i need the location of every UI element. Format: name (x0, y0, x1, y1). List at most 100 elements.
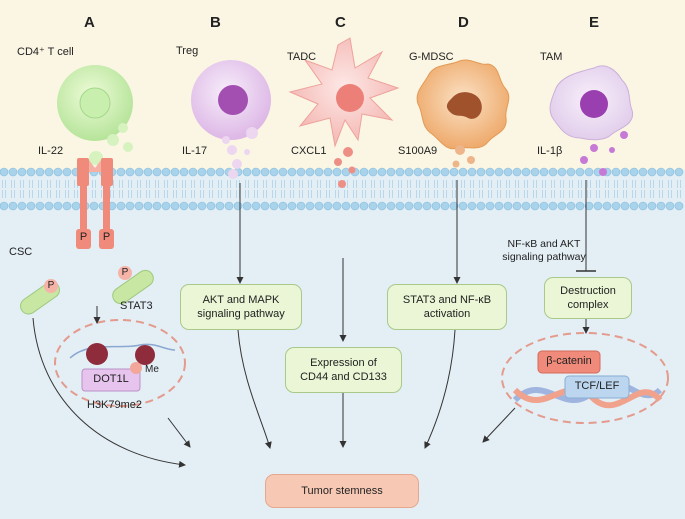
lipid-head (215, 201, 225, 211)
lipid-head (440, 167, 450, 177)
lipid-head (125, 167, 135, 177)
lipid-head (323, 201, 333, 211)
akt-mapk-box: AKT and MAPK signaling pathway (180, 284, 302, 330)
lipid-head (368, 201, 378, 211)
lipid-head (134, 167, 144, 177)
nucleosome-2 (135, 345, 155, 365)
lipid-head (611, 201, 621, 211)
lipid-head (638, 201, 648, 211)
lipid-head (170, 201, 180, 211)
cell-label-gmdsc: G-MDSC (409, 51, 454, 63)
stat3-label: STAT3 (120, 300, 153, 312)
cytokine-cxcl1: CXCL1 (291, 145, 327, 157)
lipid-head (152, 201, 162, 211)
lipid-head (296, 201, 306, 211)
lipid-head (287, 167, 297, 177)
arrow-tcf-to-stemness (482, 407, 516, 443)
lipid-head (269, 201, 279, 211)
cell-label-tadc: TADC (287, 51, 317, 63)
phospho-label-1: P (79, 231, 88, 243)
destruction-complex-box: Destruction complex (544, 277, 632, 319)
lipid-head (260, 167, 270, 177)
lipid-head (476, 167, 486, 177)
lipid-head (305, 201, 315, 211)
lipid-head (17, 201, 27, 211)
tam-cell (549, 65, 634, 176)
lipid-head (449, 167, 459, 177)
dna-strand-2 (512, 387, 663, 409)
lipid-head (26, 201, 36, 211)
lipid-head (314, 167, 324, 177)
lipid-head (197, 201, 207, 211)
lipid-head (539, 167, 549, 177)
lipid-head (278, 167, 288, 177)
lipid-head (656, 167, 666, 177)
lipid-head (530, 201, 540, 211)
lipid-head (53, 201, 63, 211)
lipid-head (26, 167, 36, 177)
cytokine-il17: IL-17 (182, 145, 208, 157)
lipid-head (557, 167, 567, 177)
lipid-head (467, 201, 477, 211)
lipid-head (44, 167, 54, 177)
lipid-head (62, 201, 72, 211)
nucleus-ring-a (54, 319, 186, 407)
dot1l-enzyme (81, 368, 141, 392)
lipid-head (323, 167, 333, 177)
panel-letter-a: A (84, 14, 95, 31)
lipid-head (467, 167, 477, 177)
lipid-head (647, 201, 657, 211)
lipid-head (62, 167, 72, 177)
lipid-head (134, 201, 144, 211)
lipid-head (521, 201, 531, 211)
arrow-csc-to-stemness (32, 317, 186, 468)
lipid-head (8, 167, 18, 177)
nucleosome-1 (86, 343, 108, 365)
tcf-lef-box (564, 375, 630, 399)
lipid-head (116, 167, 126, 177)
phospho-label-2: P (102, 231, 111, 243)
lipid-head (656, 201, 666, 211)
lipid-head (395, 201, 405, 211)
lipid-head (233, 201, 243, 211)
cd4-t-cell (57, 65, 133, 165)
lipid-head (404, 201, 414, 211)
stat3-nfkb-box: STAT3 and NF-κB activation (387, 284, 507, 330)
lipid-head (548, 201, 558, 211)
lipid-head (368, 167, 378, 177)
lipid-head (413, 201, 423, 211)
lipid-head (278, 201, 288, 211)
lipid-head (674, 201, 684, 211)
lipid-head (431, 201, 441, 211)
lipid-head (611, 167, 621, 177)
lipid-head (152, 167, 162, 177)
cell-label-cd4: CD4⁺ T cell (17, 46, 74, 58)
lipid-head (503, 201, 513, 211)
lipid-head (566, 167, 576, 177)
lipid-head (260, 201, 270, 211)
lipid-head (359, 167, 369, 177)
lipid-head (35, 167, 45, 177)
lipid-head (629, 167, 639, 177)
lipid-head (269, 167, 279, 177)
lipid-head (458, 201, 468, 211)
lipid-head (620, 167, 630, 177)
panel-letter-b: B (210, 14, 221, 31)
lipid-head (161, 201, 171, 211)
cytokine-s100a9: S100A9 (398, 145, 438, 157)
phospho-label-3: P (118, 266, 132, 280)
panel-letter-d: D (458, 14, 469, 31)
lipid-head (188, 201, 198, 211)
lipid-head (377, 167, 387, 177)
lipid-head (422, 201, 432, 211)
lipid-head (53, 167, 63, 177)
lipid-head (575, 201, 585, 211)
nucleus-ring-e (501, 332, 669, 424)
h3k79me2-label: H3K79me2 (87, 399, 143, 411)
lipid-head (0, 201, 9, 211)
arrows (32, 180, 596, 468)
treg-cell (191, 60, 271, 179)
lipid-head (494, 201, 504, 211)
